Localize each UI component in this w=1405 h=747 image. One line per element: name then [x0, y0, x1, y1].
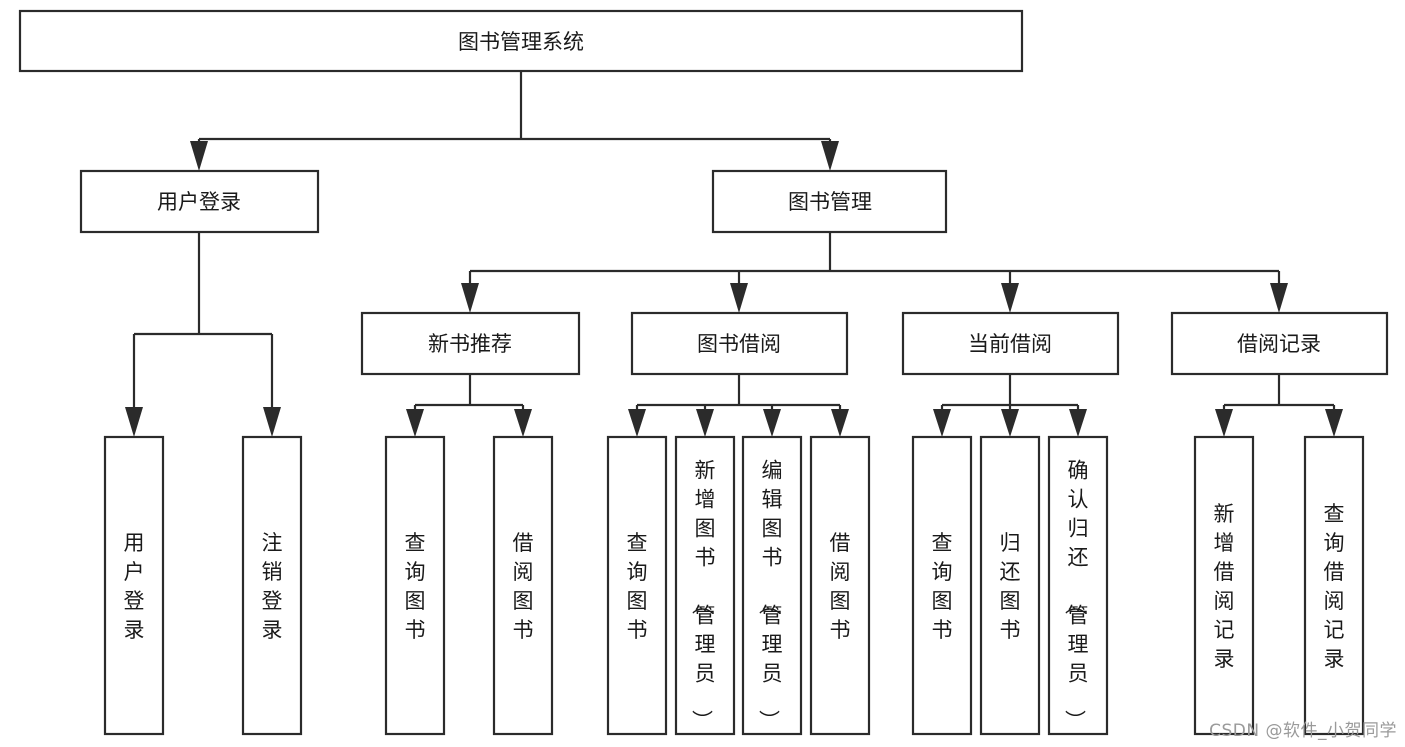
- node-current-label: 当前借阅: [968, 332, 1052, 356]
- arrow-head-leaf-5: [628, 409, 646, 437]
- node-leaf-2[interactable]: 注销登录: [241, 435, 303, 736]
- node-leaf-5[interactable]: 查询图书: [606, 435, 668, 736]
- node-leaf-6[interactable]: 新增图书（管理员）: [674, 435, 736, 736]
- connector-group-current: [933, 374, 1087, 437]
- arrow-head-leaf-11: [1069, 409, 1087, 437]
- node-leaf-11-box[interactable]: [1047, 435, 1109, 736]
- node-records[interactable]: 借阅记录: [1170, 311, 1389, 376]
- connector-group-login: [125, 232, 281, 437]
- arrow-head-leaf-12: [1215, 409, 1233, 437]
- arrow-head-newbook: [461, 283, 479, 313]
- arrow-head-to-login: [190, 141, 208, 171]
- node-bookmgmt-label: 图书管理: [788, 190, 872, 214]
- node-leaf-8-box[interactable]: [809, 435, 871, 736]
- node-leaf-12-box[interactable]: [1193, 435, 1255, 736]
- node-leaf-3-box[interactable]: [384, 435, 446, 736]
- arrow-head-leaf-6: [696, 409, 714, 437]
- node-leaf-9[interactable]: 查询图书: [911, 435, 973, 736]
- connector-group-records: [1215, 374, 1343, 437]
- arrow-head-borrow: [730, 283, 748, 313]
- node-leaf-7-box[interactable]: [741, 435, 803, 736]
- node-newbook-label: 新书推荐: [428, 332, 512, 356]
- arrow-head-leaf-2: [263, 407, 281, 437]
- node-leaf-4-box[interactable]: [492, 435, 554, 736]
- node-leaf-9-label: 查询图书: [932, 531, 953, 642]
- node-leaf-4-label: 借阅图书: [513, 531, 534, 642]
- node-root-label: 图书管理系统: [458, 30, 584, 54]
- arrow-head-records: [1270, 283, 1288, 313]
- node-login-box[interactable]: [79, 169, 320, 234]
- csdn-watermark: CSDN @软件_小贺同学: [1209, 721, 1397, 741]
- node-borrow-box[interactable]: [630, 311, 849, 376]
- node-current-box[interactable]: [901, 311, 1120, 376]
- arrow-head-leaf-9: [933, 409, 951, 437]
- node-newbook[interactable]: 新书推荐: [360, 311, 581, 376]
- arrow-head-leaf-4: [514, 409, 532, 437]
- node-leaf-6-label: 新增图书（管理员）: [690, 459, 716, 731]
- arrow-head-leaf-10: [1001, 409, 1019, 437]
- node-leaf-8[interactable]: 借阅图书: [809, 435, 871, 736]
- node-borrow-label: 图书借阅: [697, 332, 781, 356]
- node-bookmgmt[interactable]: 图书管理: [711, 169, 948, 234]
- node-leaf-13-label: 查询借阅记录: [1324, 502, 1345, 671]
- node-root-box[interactable]: [18, 9, 1024, 73]
- connector-group-root: [190, 71, 839, 171]
- arrow-head-leaf-13: [1325, 409, 1343, 437]
- node-leaf-8-label: 借阅图书: [830, 531, 851, 642]
- node-leaf-9-box[interactable]: [911, 435, 973, 736]
- node-leaf-7-label: 编辑图书（管理员）: [757, 459, 783, 731]
- node-records-label: 借阅记录: [1237, 332, 1321, 356]
- node-leaf-1[interactable]: 用户登录: [103, 435, 165, 736]
- node-root[interactable]: 图书管理系统: [18, 9, 1024, 73]
- connector-group-bookmgmt: [461, 232, 1288, 313]
- node-leaf-2-box[interactable]: [241, 435, 303, 736]
- node-leaf-10[interactable]: 归还图书: [979, 435, 1041, 736]
- node-leaf-12-label: 新增借阅记录: [1214, 502, 1235, 671]
- node-leaf-13-box[interactable]: [1303, 435, 1365, 736]
- node-leaf-11-label: 确认归还（管理员）: [1063, 459, 1089, 731]
- node-login-label: 用户登录: [157, 190, 241, 214]
- node-records-box[interactable]: [1170, 311, 1389, 376]
- arrow-head-current: [1001, 283, 1019, 313]
- node-leaf-7[interactable]: 编辑图书（管理员）: [741, 435, 803, 736]
- connector-group-newbook: [406, 374, 532, 437]
- node-leaf-12[interactable]: 新增借阅记录: [1193, 435, 1255, 736]
- node-leaf-1-label: 用户登录: [124, 531, 145, 642]
- node-bookmgmt-box[interactable]: [711, 169, 948, 234]
- node-newbook-box[interactable]: [360, 311, 581, 376]
- node-leaf-5-box[interactable]: [606, 435, 668, 736]
- node-leaf-10-box[interactable]: [979, 435, 1041, 736]
- node-leaf-4[interactable]: 借阅图书: [492, 435, 554, 736]
- node-current[interactable]: 当前借阅: [901, 311, 1120, 376]
- arrow-head-leaf-3: [406, 409, 424, 437]
- node-leaf-6-box[interactable]: [674, 435, 736, 736]
- connector-group-borrow: [628, 374, 849, 437]
- node-leaf-10-label: 归还图书: [1000, 531, 1021, 642]
- node-login[interactable]: 用户登录: [79, 169, 320, 234]
- arrow-head-to-bookmgmt: [821, 141, 839, 171]
- node-leaf-11[interactable]: 确认归还（管理员）: [1047, 435, 1109, 736]
- node-borrow[interactable]: 图书借阅: [630, 311, 849, 376]
- node-leaf-3[interactable]: 查询图书: [384, 435, 446, 736]
- node-leaf-1-box[interactable]: [103, 435, 165, 736]
- node-leaf-2-label: 注销登录: [262, 531, 283, 642]
- arrow-head-leaf-7: [763, 409, 781, 437]
- arrow-head-leaf-8: [831, 409, 849, 437]
- node-leaf-3-label: 查询图书: [405, 531, 426, 642]
- node-leaf-13[interactable]: 查询借阅记录: [1303, 435, 1365, 736]
- node-leaf-5-label: 查询图书: [627, 531, 648, 642]
- arrow-head-leaf-1: [125, 407, 143, 437]
